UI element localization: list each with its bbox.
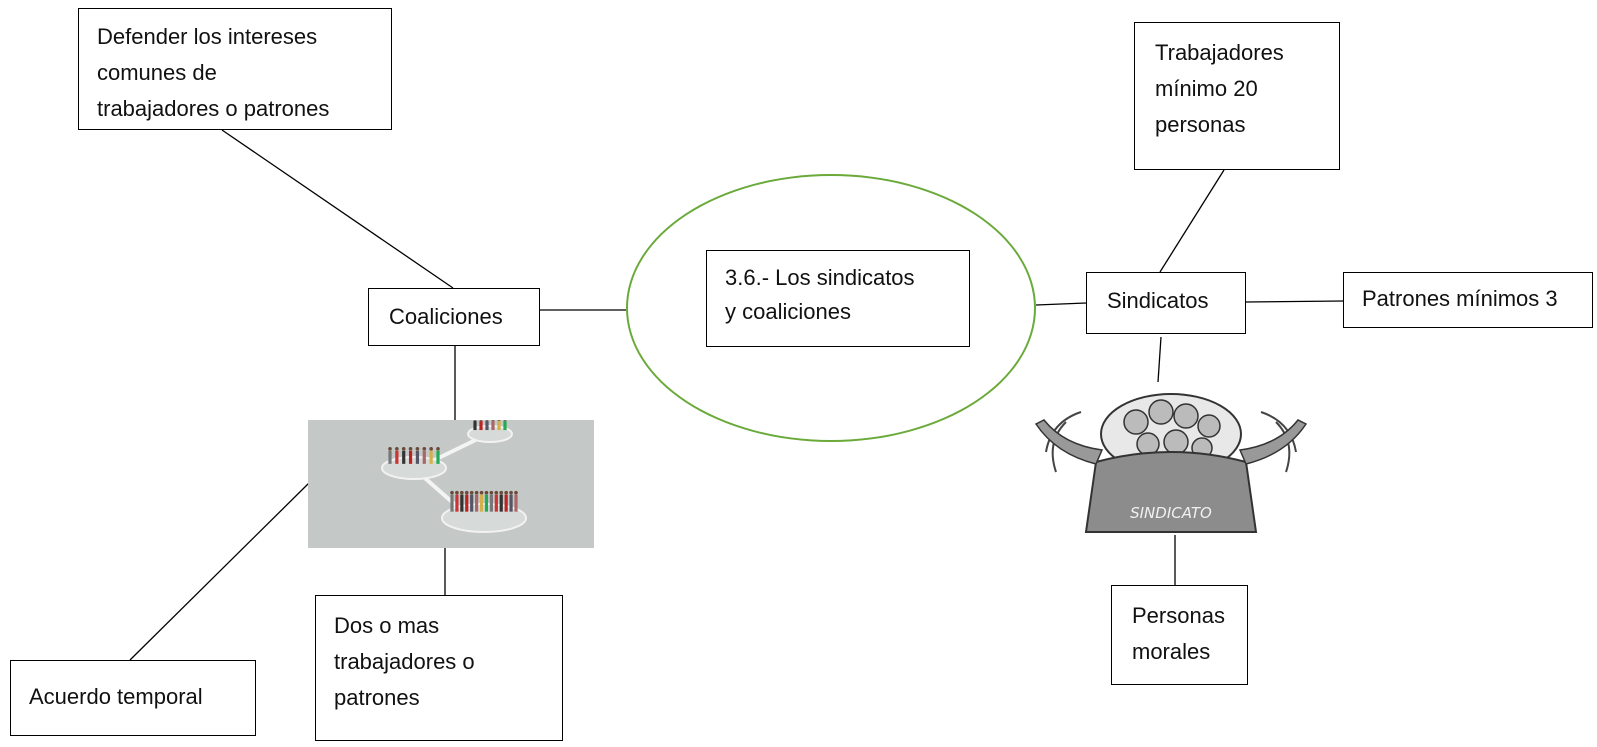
line-center-sindicatos bbox=[1035, 302, 1087, 306]
person-head bbox=[494, 490, 499, 495]
person-head bbox=[489, 490, 494, 495]
line-sindicatos-patrones bbox=[1245, 300, 1344, 303]
center-ellipse bbox=[626, 174, 1036, 442]
person-figure bbox=[494, 494, 498, 512]
sindicato-caption: SINDICATO bbox=[1130, 504, 1212, 522]
person-head bbox=[415, 447, 420, 451]
person-figure bbox=[460, 494, 464, 512]
line-coaliciones-defender bbox=[221, 129, 454, 289]
person-head bbox=[401, 447, 406, 451]
people-groups-image bbox=[308, 420, 594, 548]
group-ellipse-large bbox=[441, 503, 527, 533]
person-head bbox=[388, 447, 392, 451]
person-figure bbox=[489, 494, 493, 512]
person-head bbox=[460, 490, 464, 495]
person-figure bbox=[485, 421, 489, 431]
group-ellipse-small bbox=[467, 425, 513, 443]
person-figure bbox=[514, 494, 518, 512]
person-figure bbox=[499, 494, 503, 512]
person-head bbox=[499, 490, 504, 495]
sindicatos-patrones-box: Patrones mínimos 3 bbox=[1343, 272, 1593, 328]
person-figure bbox=[503, 421, 507, 431]
person-head bbox=[514, 490, 518, 495]
person-head bbox=[455, 490, 459, 495]
person-head bbox=[436, 447, 440, 451]
person-head bbox=[504, 490, 508, 495]
person-head bbox=[497, 420, 501, 421]
person-figure bbox=[455, 494, 459, 512]
person-head bbox=[473, 420, 477, 421]
person-figure bbox=[504, 494, 508, 512]
person-figure bbox=[408, 450, 413, 464]
person-figure bbox=[491, 421, 495, 431]
person-figure bbox=[473, 421, 477, 431]
person-head bbox=[503, 420, 507, 421]
person-head bbox=[474, 490, 479, 495]
line-image-acuerdo bbox=[129, 481, 311, 661]
coaliciones-node: Coaliciones bbox=[368, 288, 540, 346]
person-figure bbox=[415, 450, 420, 464]
person-figure bbox=[479, 421, 483, 431]
person-head bbox=[464, 490, 469, 495]
person-figure bbox=[388, 450, 392, 464]
sindicato-cartoon-image: SINDICATO bbox=[1026, 382, 1320, 535]
sindicatos-personas-box: Personas morales bbox=[1111, 585, 1248, 685]
person-figure bbox=[497, 421, 501, 431]
person-head bbox=[450, 490, 454, 495]
sindicatos-trabajadores-box: Trabajadores mínimo 20 personas bbox=[1134, 22, 1340, 170]
person-head bbox=[479, 420, 483, 421]
person-head bbox=[491, 420, 495, 421]
coaliciones-defender-box: Defender los intereses comunes de trabaj… bbox=[78, 8, 392, 130]
coaliciones-dos-box: Dos o mas trabajadores o patrones bbox=[315, 595, 563, 741]
person-head bbox=[484, 490, 489, 495]
coaliciones-acuerdo-box: Acuerdo temporal bbox=[10, 660, 256, 736]
person-figure bbox=[479, 494, 484, 512]
person-head bbox=[422, 447, 427, 451]
person-figure bbox=[450, 494, 454, 512]
person-figure bbox=[470, 494, 474, 512]
center-topic: 3.6.- Los sindicatos y coaliciones bbox=[706, 250, 970, 347]
person-figure bbox=[429, 450, 433, 464]
person-head bbox=[395, 447, 399, 451]
person-figure bbox=[484, 494, 489, 512]
person-figure bbox=[509, 494, 513, 512]
person-figure bbox=[402, 450, 406, 464]
sindicatos-node: Sindicatos bbox=[1086, 272, 1246, 334]
line-sindicatos-image bbox=[1157, 336, 1162, 383]
person-figure bbox=[422, 450, 426, 464]
person-figure bbox=[436, 450, 440, 464]
person-head bbox=[485, 420, 489, 421]
person-head bbox=[469, 490, 474, 495]
line-sindicatos-trabajadores bbox=[1159, 169, 1225, 273]
person-head bbox=[509, 490, 513, 495]
person-figure bbox=[475, 494, 479, 512]
person-head bbox=[479, 490, 484, 495]
person-figure bbox=[395, 450, 399, 464]
person-head bbox=[429, 447, 433, 451]
person-head bbox=[408, 447, 413, 451]
person-figure bbox=[465, 494, 469, 512]
